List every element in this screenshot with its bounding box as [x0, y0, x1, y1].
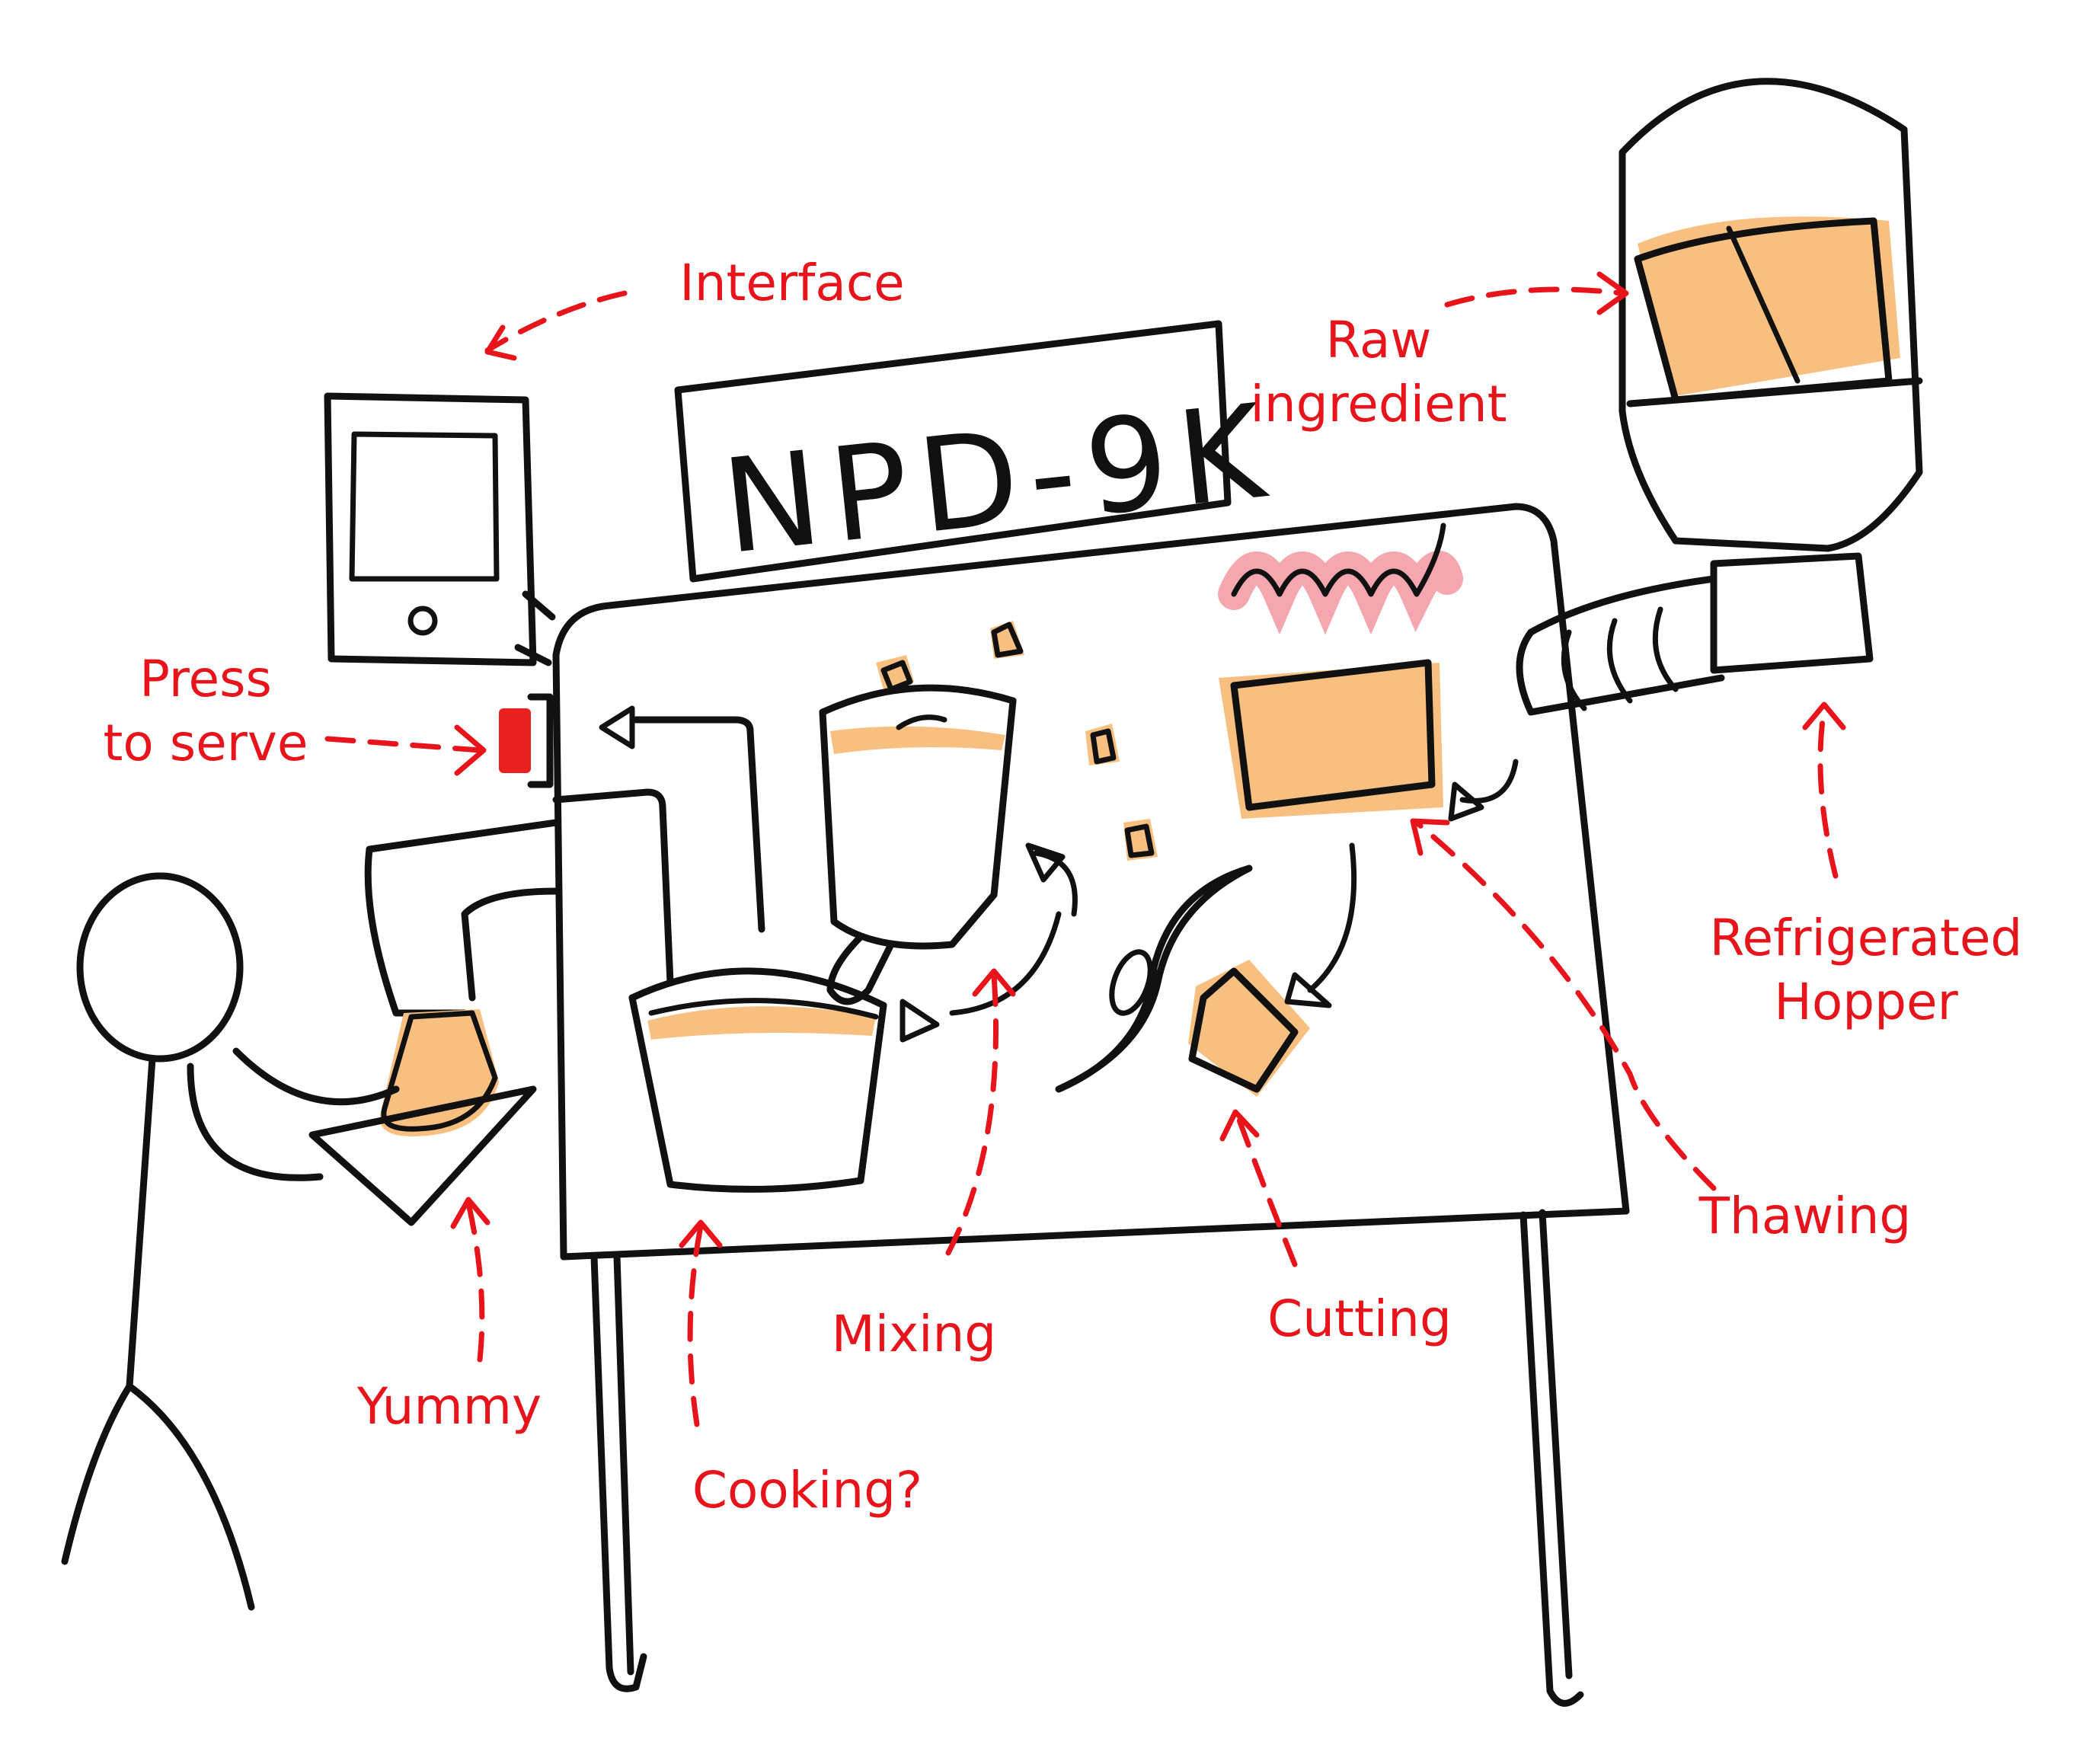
label-yummy: Yummy — [356, 1377, 542, 1436]
label-raw-ingredient: Raw ingredient — [1250, 311, 1507, 433]
cooking-pot — [552, 705, 887, 1193]
label-mixing: Mixing — [831, 1305, 997, 1363]
arrow-press-to-serve — [324, 736, 483, 753]
arrow-yummy — [465, 1200, 485, 1363]
serve-button[interactable] — [499, 693, 554, 788]
stick-figure — [61, 872, 400, 1611]
refrigerated-hopper — [1516, 78, 1923, 716]
heat-element — [1218, 522, 1463, 635]
cutting-blade — [1055, 842, 1357, 1097]
title-text: NPD-9K — [716, 375, 1281, 583]
thawing-block — [1219, 659, 1519, 822]
label-interface: Interface — [679, 254, 905, 312]
machine-body — [552, 503, 1630, 1707]
label-thawing: Thawing — [1698, 1187, 1912, 1245]
interface-tablet — [324, 392, 556, 666]
annotation-arrows — [324, 271, 1846, 1427]
arrow-raw-ingredient — [1444, 286, 1625, 308]
arrow-interface — [484, 290, 628, 353]
label-cutting: Cutting — [1267, 1289, 1452, 1348]
serving-spout — [308, 819, 560, 1226]
mixing-pot — [819, 684, 1078, 1043]
arrow-cooking — [687, 1223, 704, 1427]
label-refrigerated-hopper: Refrigerated Hopper — [1709, 909, 2023, 1031]
arrow-hopper — [1817, 705, 1839, 879]
label-press-to-serve: Press to serve — [103, 650, 308, 772]
arrow-cutting — [1235, 1113, 1298, 1267]
arrow-mixing — [945, 972, 999, 1256]
ingredient-chunks — [876, 621, 1158, 861]
arrow-thawing — [1414, 820, 1717, 1191]
label-cooking: Cooking? — [692, 1461, 923, 1520]
